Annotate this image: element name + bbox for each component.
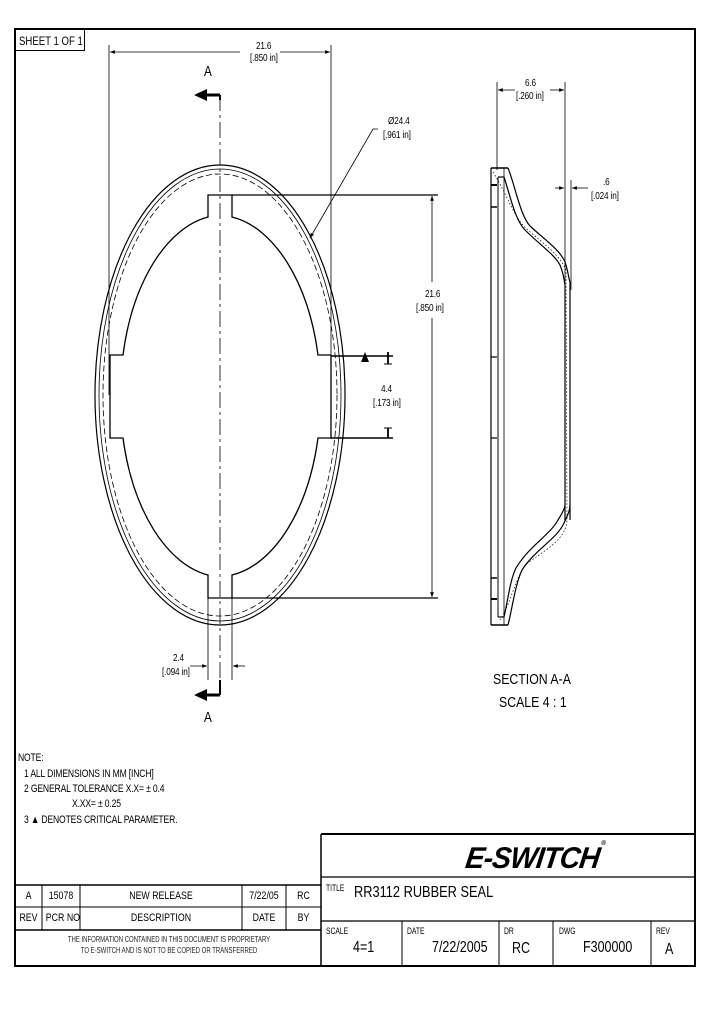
notch-dim-mm: 4.4 — [381, 383, 392, 395]
rev-label: REV — [656, 926, 670, 936]
depth-dim-inch: [.260 in] — [516, 90, 544, 102]
rev-header: REV — [19, 912, 38, 924]
logo-text: E-SWITCH — [463, 842, 602, 875]
sheet-label: SHEET 1 OF 1 — [19, 34, 83, 48]
proprietary-line-1: THE INFORMATION CONTAINED IN THIS DOCUME… — [67, 935, 271, 944]
e-switch-logo: E-SWITCH® — [463, 840, 606, 876]
date-header: DATE — [252, 912, 276, 924]
description-cell: NEW RELEASE — [129, 890, 193, 902]
thickness-dim-mm: .6 — [603, 176, 610, 188]
date-cell: 7/22/05 — [249, 890, 279, 902]
dwg-label: DWG — [559, 926, 576, 936]
pcr-cell: 15078 — [48, 890, 74, 902]
depth-dim-mm: 6.6 — [525, 77, 536, 89]
notch-dimension — [331, 352, 393, 439]
scale-label: SCALE — [326, 926, 349, 936]
description-header: DESCRIPTION — [130, 912, 192, 924]
section-label-top: A — [204, 63, 212, 80]
by-cell: RC — [297, 890, 310, 902]
section-arrow-bottom — [194, 680, 221, 701]
drawn-by-label: DR — [504, 926, 514, 936]
sheet-number-box: SHEET 1 OF 1 — [15, 29, 85, 51]
diameter-leader — [309, 128, 378, 239]
slot-dim-inch: [.094 in] — [162, 666, 190, 678]
diameter-dim-mm: Ø24.4 — [388, 115, 410, 127]
diameter-dim-inch: [.961 in] — [383, 129, 411, 141]
drawn-by-value: RC — [512, 940, 531, 957]
registered-mark: ® — [600, 840, 606, 847]
section-arrow-top — [194, 89, 221, 101]
rev-value: A — [665, 941, 674, 958]
front-view — [94, 95, 346, 695]
section-scale: SCALE 4 : 1 — [499, 694, 567, 711]
drawing-title: RR3112 RUBBER SEAL — [354, 884, 494, 901]
date-value: 7/22/2005 — [432, 939, 488, 956]
title-block-lines — [15, 833, 695, 966]
by-header: BY — [297, 912, 310, 924]
section-view — [490, 82, 588, 626]
height-dim-mm: 21.6 — [425, 288, 441, 300]
thickness-dim-inch: [.024 in] — [591, 190, 619, 202]
note-2: 2 GENERAL TOLERANCE X.X= ± 0.4 — [24, 783, 165, 795]
width-dimension — [108, 45, 332, 395]
date-label: DATE — [407, 926, 425, 936]
pcr-header: PCR NO — [45, 912, 81, 924]
note-3: 3 ▲ DENOTES CRITICAL PARAMETER. — [24, 814, 178, 826]
dwg-value: F300000 — [583, 939, 633, 956]
width-dim-mm: 21.6 — [256, 40, 272, 52]
scale-value: 4=1 — [353, 939, 375, 956]
drawing-frame — [14, 28, 696, 967]
section-caption: SECTION A-A — [493, 671, 571, 688]
section-label-bottom: A — [204, 709, 212, 726]
proprietary-line-2: TO E-SWITCH AND IS NOT TO BE COPIED OR T… — [80, 946, 258, 955]
height-dimension — [232, 194, 438, 599]
note-2-cont: X.XX= ± 0.25 — [72, 798, 121, 810]
height-dim-inch: [.850 in] — [416, 302, 444, 314]
rev-cell: A — [25, 890, 32, 902]
notes-heading: NOTE: — [18, 752, 44, 764]
slot-dim-mm: 2.4 — [173, 652, 184, 664]
critical-parameter-triangle-icon — [361, 352, 369, 362]
width-dim-inch: [.850 in] — [250, 52, 278, 64]
note-1: 1 ALL DIMENSIONS IN MM [INCH] — [24, 768, 154, 780]
notch-dim-inch: [.173 in] — [373, 397, 401, 409]
title-label: TITLE — [326, 883, 345, 893]
